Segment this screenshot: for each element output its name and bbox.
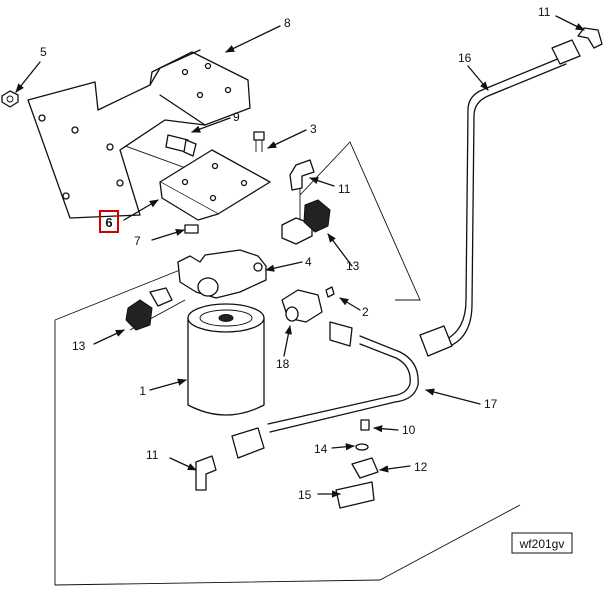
drawing-code-box: wf201gv bbox=[511, 532, 573, 554]
clamp-screw bbox=[360, 419, 370, 431]
callout-17: 17 bbox=[484, 397, 498, 411]
mounting-bracket bbox=[159, 149, 271, 221]
callout-13-a: 13 bbox=[346, 259, 360, 273]
screw-small bbox=[325, 286, 335, 298]
drawing-code: wf201gv bbox=[519, 537, 565, 551]
elbow-fitting-middle bbox=[289, 159, 315, 191]
elbow-fitting-top bbox=[577, 27, 603, 49]
callout-15: 15 bbox=[298, 488, 312, 502]
clamp bbox=[351, 457, 379, 479]
callout-11-a: 11 bbox=[338, 182, 351, 196]
callout-3: 3 bbox=[310, 122, 317, 136]
callout-8: 8 bbox=[284, 16, 291, 30]
fuel-line-lower bbox=[231, 321, 419, 459]
callout-14: 14 bbox=[314, 442, 328, 456]
callout-6-highlight bbox=[99, 210, 119, 233]
shutoff-valve-lower bbox=[125, 287, 173, 331]
callout-2: 2 bbox=[362, 305, 369, 319]
filter-head bbox=[177, 249, 267, 299]
callout-18: 18 bbox=[276, 357, 290, 371]
elbow-fitting-bottom bbox=[195, 455, 217, 491]
callout-1: 1 bbox=[139, 384, 146, 398]
callout-6: 6 bbox=[105, 215, 112, 230]
lock-washer bbox=[355, 443, 369, 451]
callout-11-b: 11 bbox=[538, 5, 551, 19]
nut-part bbox=[1, 90, 19, 108]
callout-11-c: 11 bbox=[146, 448, 159, 462]
callout-4: 4 bbox=[305, 255, 312, 269]
callout-labels: 1 2 3 4 5 6 7 8 9 10 11 11 11 12 13 13 1… bbox=[40, 5, 551, 502]
callout-10: 10 bbox=[402, 423, 416, 437]
callout-7: 7 bbox=[134, 234, 141, 248]
tee-fitting bbox=[281, 289, 323, 323]
bolt-part bbox=[165, 134, 197, 157]
filter-canister bbox=[187, 303, 265, 416]
bracket-plate bbox=[27, 49, 251, 219]
bolt-vertical-part bbox=[253, 131, 265, 152]
fuel-line-upper bbox=[419, 39, 581, 357]
callout-9: 9 bbox=[233, 110, 240, 124]
callout-16: 16 bbox=[458, 51, 472, 65]
callout-13-b: 13 bbox=[72, 339, 86, 353]
callout-12: 12 bbox=[414, 460, 428, 474]
clamp-bracket bbox=[335, 481, 375, 509]
screw-part bbox=[184, 224, 199, 234]
callout-5: 5 bbox=[40, 45, 47, 59]
shutoff-valve-upper bbox=[281, 199, 331, 245]
leader-lines bbox=[15, 15, 585, 498]
